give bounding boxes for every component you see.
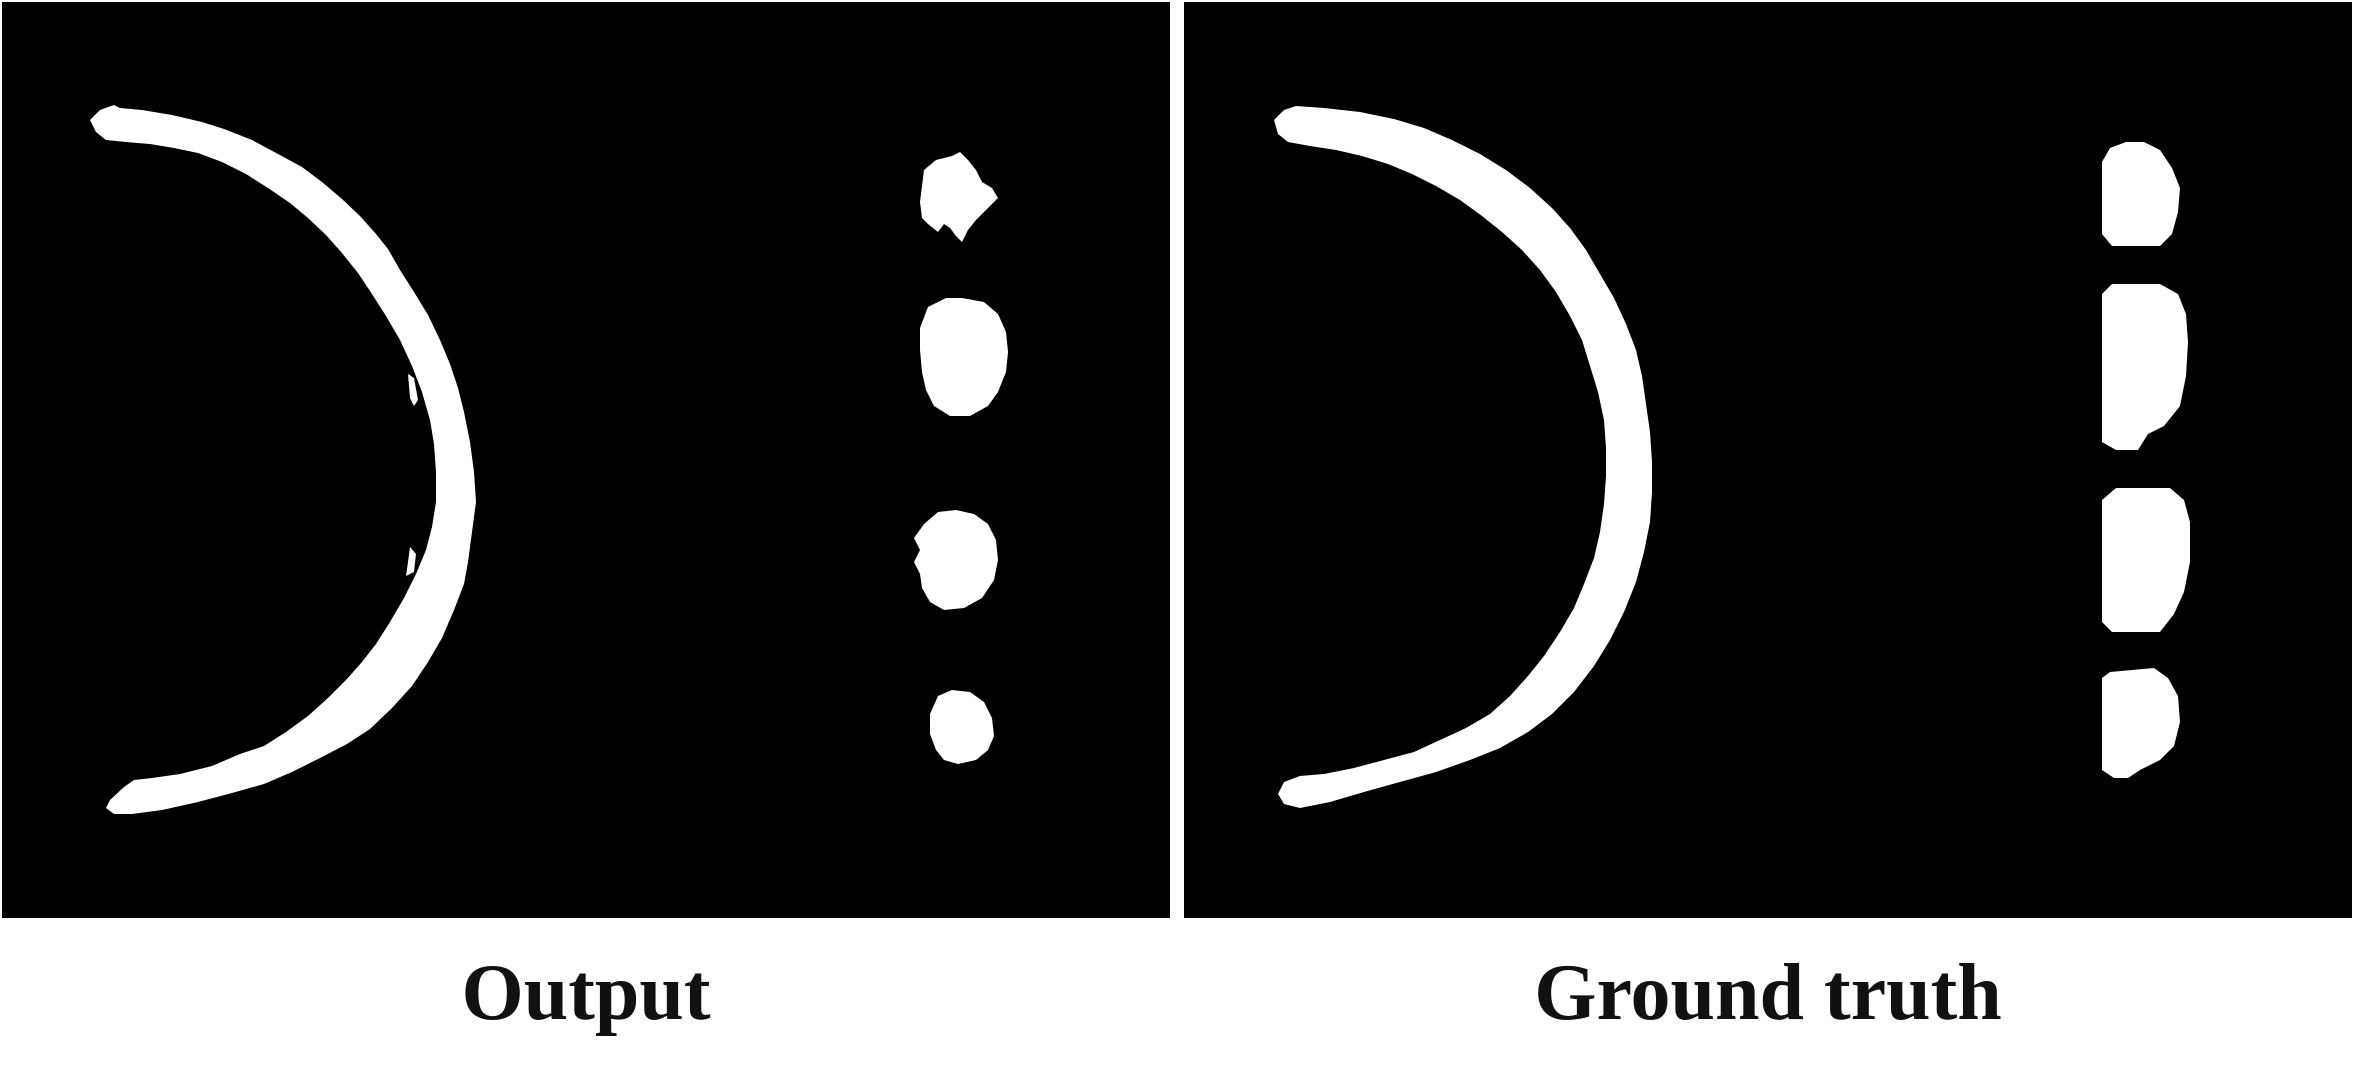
ground-truth-caption: Ground truth [1534, 949, 2002, 1037]
output-mask-panel [2, 2, 1170, 918]
truth-blob-4 [2102, 668, 2180, 778]
ground-truth-mask-panel [1184, 2, 2352, 918]
output-caption: Output [461, 949, 711, 1037]
truth-blob-2 [2102, 284, 2188, 450]
truth-blob-1 [2102, 142, 2180, 246]
output-blob-2 [920, 298, 1008, 416]
output-blob-1 [920, 152, 998, 242]
output-blob-4 [930, 690, 994, 764]
output-mask-image [2, 2, 1170, 918]
output-arc-mask [90, 105, 476, 814]
truth-arc-mask [1274, 106, 1652, 808]
truth-blob-3 [2102, 488, 2190, 632]
output-arc-fragment [406, 547, 416, 576]
ground-truth-mask-image [1184, 2, 2352, 918]
output-arc-fragment [408, 374, 418, 406]
output-blob-3 [914, 510, 998, 610]
